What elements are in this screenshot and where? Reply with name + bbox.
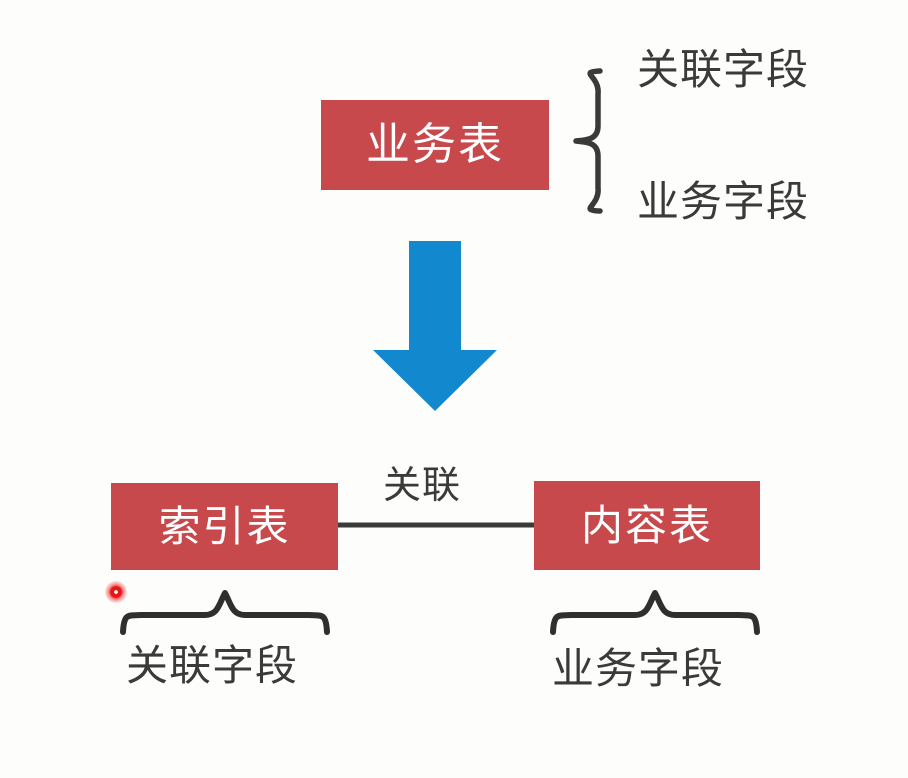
brace-index-fields xyxy=(120,590,330,635)
box-index-table[interactable]: 索引表 xyxy=(111,483,338,570)
box-content-table-label: 内容表 xyxy=(580,500,713,550)
box-business-table[interactable]: 业务表 xyxy=(321,100,549,190)
box-content-table[interactable]: 内容表 xyxy=(534,481,760,570)
label-association-field-top: 关联字段 xyxy=(637,45,810,94)
brace-content-fields xyxy=(550,590,760,635)
label-relation: 关联 xyxy=(383,463,462,507)
label-business-field-bottom: 业务字段 xyxy=(552,644,725,693)
down-arrow-icon xyxy=(373,241,497,411)
label-association-field-bottom: 关联字段 xyxy=(126,641,299,690)
cursor-click-marker xyxy=(105,581,127,603)
box-index-table-label: 索引表 xyxy=(158,501,291,551)
box-business-table-label: 业务表 xyxy=(366,119,504,170)
brace-business-fields xyxy=(573,68,603,214)
label-business-field-top: 业务字段 xyxy=(637,177,810,226)
